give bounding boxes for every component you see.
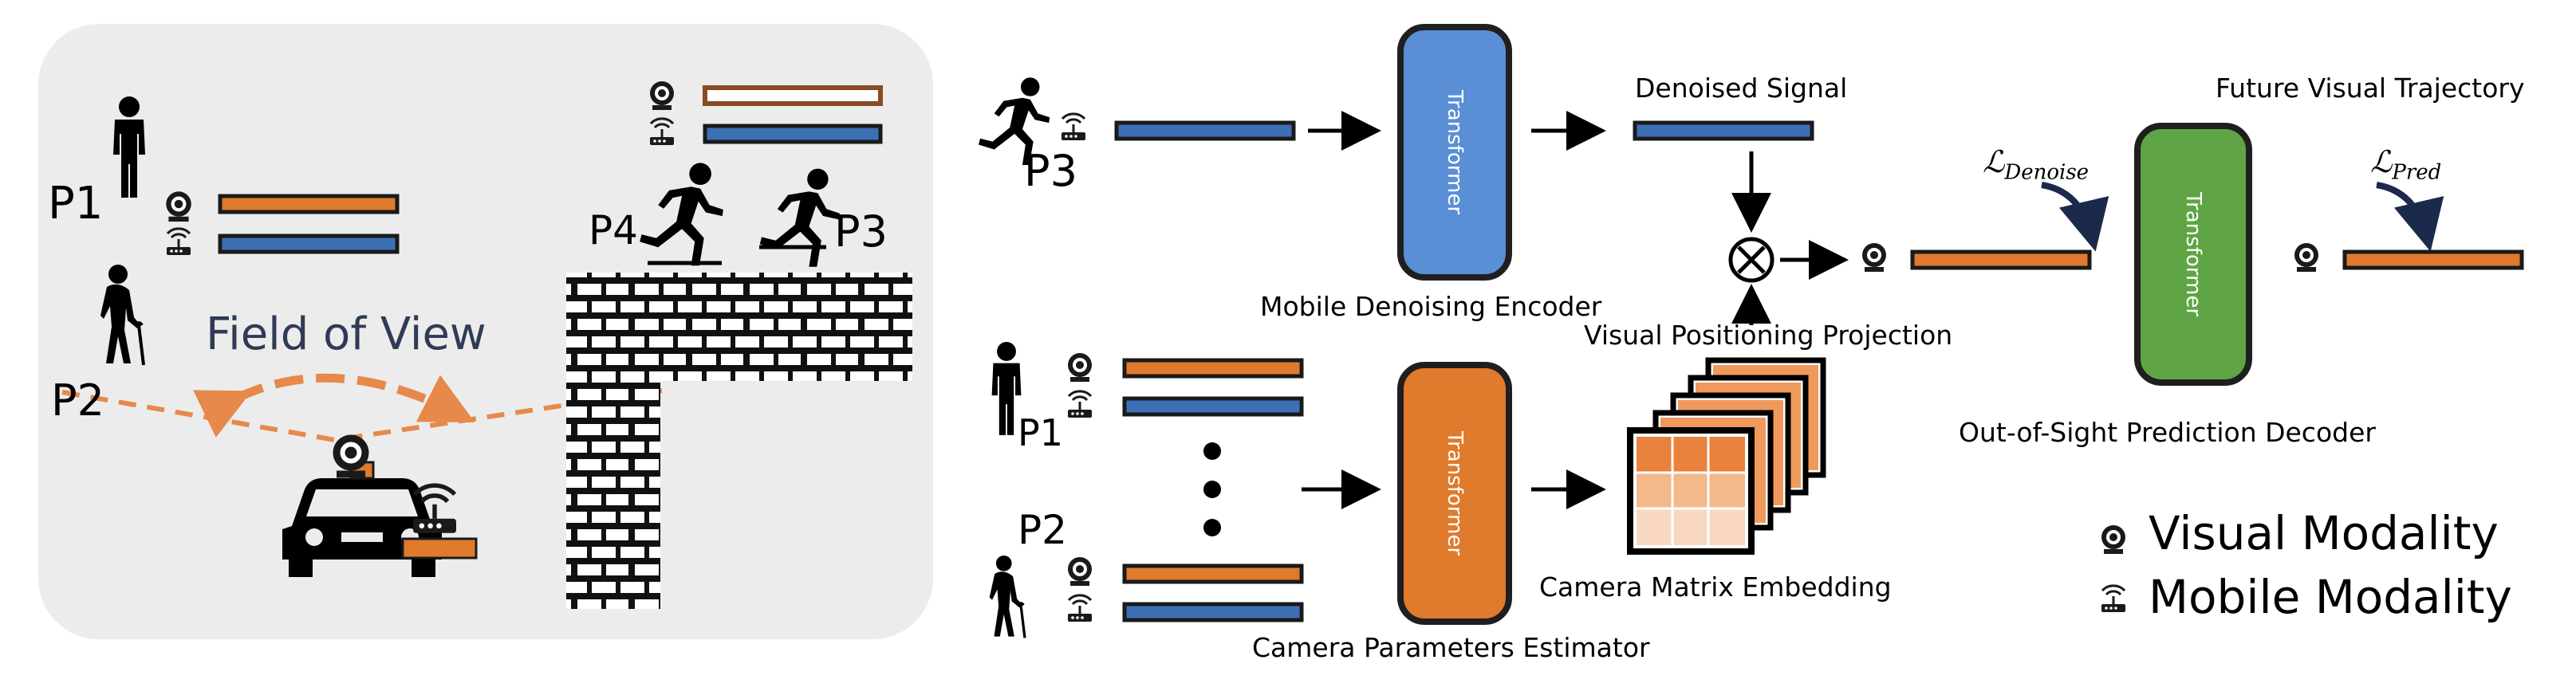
visual-trajectory-bar (703, 85, 883, 106)
p3-label: P3 (834, 206, 888, 257)
decoder-block-label: Transformer (2181, 191, 2206, 317)
encoder-block-label: Transformer (1443, 89, 1467, 215)
p1-label: P1 (48, 178, 104, 230)
camera-parameters-estimator-label: Camera Parameters Estimator (1252, 632, 1650, 663)
mobile-input-bar (1122, 602, 1304, 622)
camera-parameters-estimator-block: Transformer (1397, 362, 1512, 625)
person-elderly-icon (988, 554, 1026, 639)
visual-input-bar (1122, 358, 1304, 379)
camera-icon (1862, 243, 1886, 272)
person-standing-icon (991, 342, 1022, 435)
camera-icon (333, 434, 369, 478)
prediction-loss-label: ℒPred (2370, 144, 2442, 185)
future-visual-bar (2342, 249, 2524, 270)
router-icon (1066, 594, 1093, 623)
denoised-signal-bar (1633, 120, 1814, 141)
camera-icon (1068, 557, 1092, 586)
legend-visual-modality: Visual Modality (2149, 506, 2499, 560)
router-mount (401, 537, 478, 560)
out-of-sight-prediction-decoder-block: Transformer (2134, 123, 2252, 386)
camera-icon (2294, 243, 2318, 272)
visual-trajectory-bar (218, 194, 400, 214)
pipeline-p1-label: P1 (1018, 411, 1064, 454)
router-icon (2100, 584, 2127, 614)
camera-icon (2101, 525, 2125, 554)
denoise-loss-label: ℒDenoise (1983, 144, 2090, 185)
camera-icon (650, 81, 674, 110)
mobile-denoising-encoder-label: Mobile Denoising Encoder (1260, 291, 1602, 322)
car-icon (282, 461, 442, 577)
mobile-input-bar (1122, 396, 1304, 417)
estimator-block-label: Transformer (1443, 430, 1467, 556)
mobile-trajectory-bar (703, 124, 883, 144)
loss-arrow (2041, 182, 2109, 252)
visual-input-bar (1122, 563, 1304, 584)
router-icon (1066, 390, 1093, 419)
field-of-view-label: Field of View (206, 308, 486, 360)
projected-visual-bar (1910, 249, 2092, 270)
pipeline-p2-label: P2 (1018, 507, 1067, 553)
router-icon (1060, 112, 1087, 142)
visual-positioning-projection-label: Visual Positioning Projection (1584, 320, 1953, 351)
mobile-input-bar (1114, 120, 1296, 141)
camera-icon (166, 191, 191, 222)
camera-matrix-stack (1627, 357, 1826, 555)
camera-matrix-embedding-label: Camera Matrix Embedding (1539, 571, 1892, 603)
camera-icon (1068, 353, 1092, 382)
mobile-denoising-encoder-block: Transformer (1397, 24, 1512, 281)
p2-label: P2 (51, 375, 104, 426)
mobile-trajectory-bar (218, 234, 400, 254)
ellipsis-icon (1203, 442, 1221, 536)
field-of-view-lines (61, 373, 663, 443)
out-of-sight-prediction-decoder-label: Out-of-Sight Prediction Decoder (1959, 417, 2376, 448)
pipeline-p3-label: P3 (1024, 146, 1077, 196)
p4-label: P4 (589, 207, 638, 253)
legend-mobile-modality: Mobile Modality (2149, 570, 2512, 624)
loss-arrow (2376, 182, 2444, 252)
brick-wall-icon (566, 273, 912, 609)
denoised-signal-label: Denoised Signal (1635, 73, 1848, 104)
future-visual-trajectory-label: Future Visual Trajectory (2216, 73, 2525, 104)
